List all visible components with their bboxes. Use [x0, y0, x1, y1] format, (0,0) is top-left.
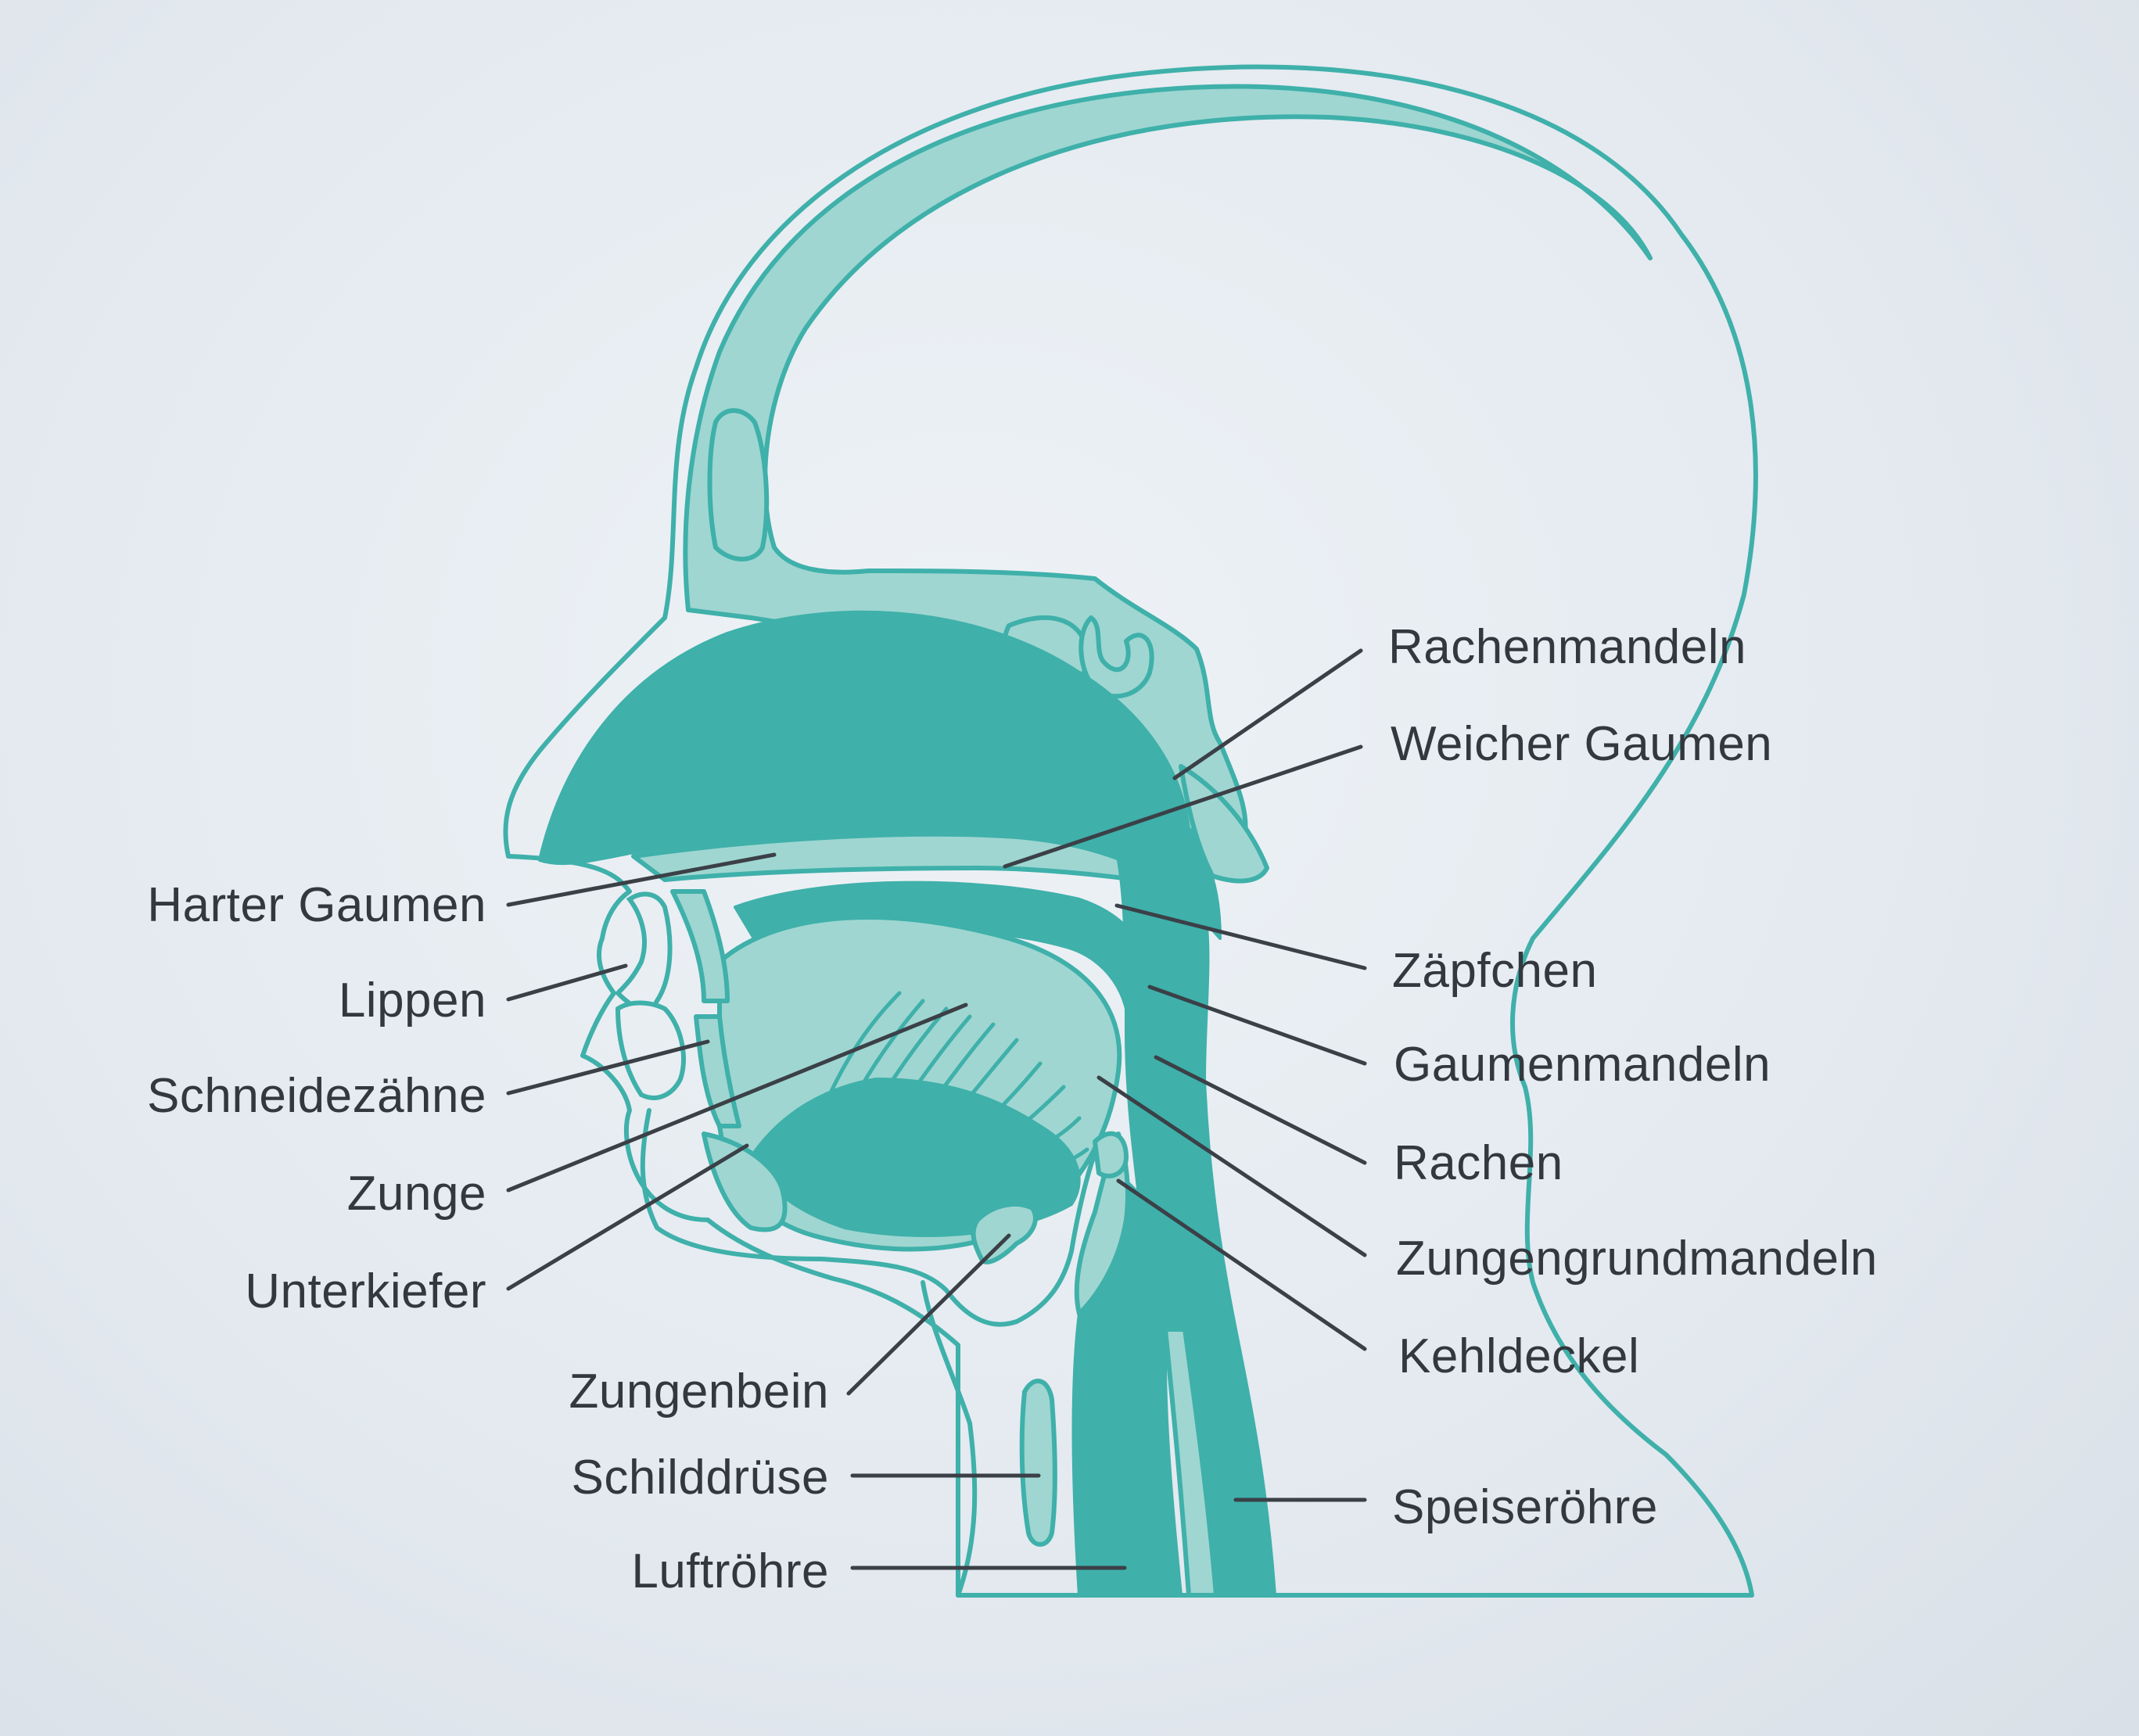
thyroid [1019, 1379, 1057, 1547]
lingual-tonsil [1093, 1131, 1129, 1178]
label-schneidezaehne: Schneidezähne [147, 1069, 486, 1123]
label-zunge: Zunge [347, 1167, 486, 1221]
label-zungengrundmandeln: Zungengrundmandeln [1396, 1232, 1878, 1286]
epiglottis [1074, 1132, 1130, 1316]
frontal-sinus [707, 408, 770, 561]
label-zaepfchen: Zäpfchen [1392, 944, 1598, 998]
lower-incisor [694, 1014, 741, 1128]
leader-lippen [506, 963, 628, 1002]
labels-right: Rachenmandeln Weicher Gaumen Zäpfchen Ga… [1388, 620, 1878, 1534]
hyoid-bone [971, 1202, 1038, 1264]
label-zungenbein: Zungenbein [569, 1365, 830, 1419]
label-luftroehre: Luftröhre [631, 1544, 829, 1598]
leader-harter-gaumen [506, 852, 777, 907]
leader-zungenbein [846, 1233, 1011, 1396]
head-illustration [503, 64, 1758, 1598]
leader-unterkiefer [506, 1143, 749, 1291]
neck-front [921, 1280, 978, 1598]
label-harter-gaumen: Harter Gaumen [147, 878, 486, 932]
leader-kehldeckel [1116, 1178, 1367, 1351]
leader-zunge [506, 1003, 968, 1193]
lower-lip [615, 1000, 686, 1100]
leader-zungengrundmandeln [1096, 1075, 1367, 1257]
adenoid-tissue [1179, 764, 1269, 884]
leader-gaumenmandeln [1147, 985, 1367, 1066]
leader-lines [506, 648, 1367, 1570]
label-schilddruese: Schilddrüse [572, 1451, 829, 1505]
tongue-fibers [795, 991, 1089, 1203]
label-unterkiefer: Unterkiefer [245, 1264, 486, 1318]
label-gaumenmandeln: Gaumenmandeln [1394, 1038, 1771, 1092]
upper-lip [614, 891, 673, 1012]
labels-left: Harter Gaumen Lippen Schneidezähne Zunge… [147, 878, 830, 1598]
label-kehldeckel: Kehldeckel [1398, 1329, 1639, 1383]
label-speiseroehre: Speiseröhre [1392, 1480, 1658, 1534]
leader-rachenmandeln [1172, 648, 1363, 780]
label-weicher-gaumen: Weicher Gaumen [1391, 717, 1772, 771]
upper-incisor [670, 889, 730, 1003]
leader-schneidezaehne [506, 1039, 710, 1096]
label-lippen: Lippen [339, 974, 486, 1028]
jaw-neck-contour [640, 1108, 1105, 1327]
leader-weicher-gaumen [1003, 744, 1363, 869]
label-rachenmandeln: Rachenmandeln [1388, 620, 1746, 674]
label-rachen: Rachen [1394, 1136, 1563, 1190]
leader-rachen [1154, 1055, 1367, 1165]
leader-zaepfchen [1114, 903, 1367, 970]
esophagus-lumen [1163, 1327, 1218, 1598]
